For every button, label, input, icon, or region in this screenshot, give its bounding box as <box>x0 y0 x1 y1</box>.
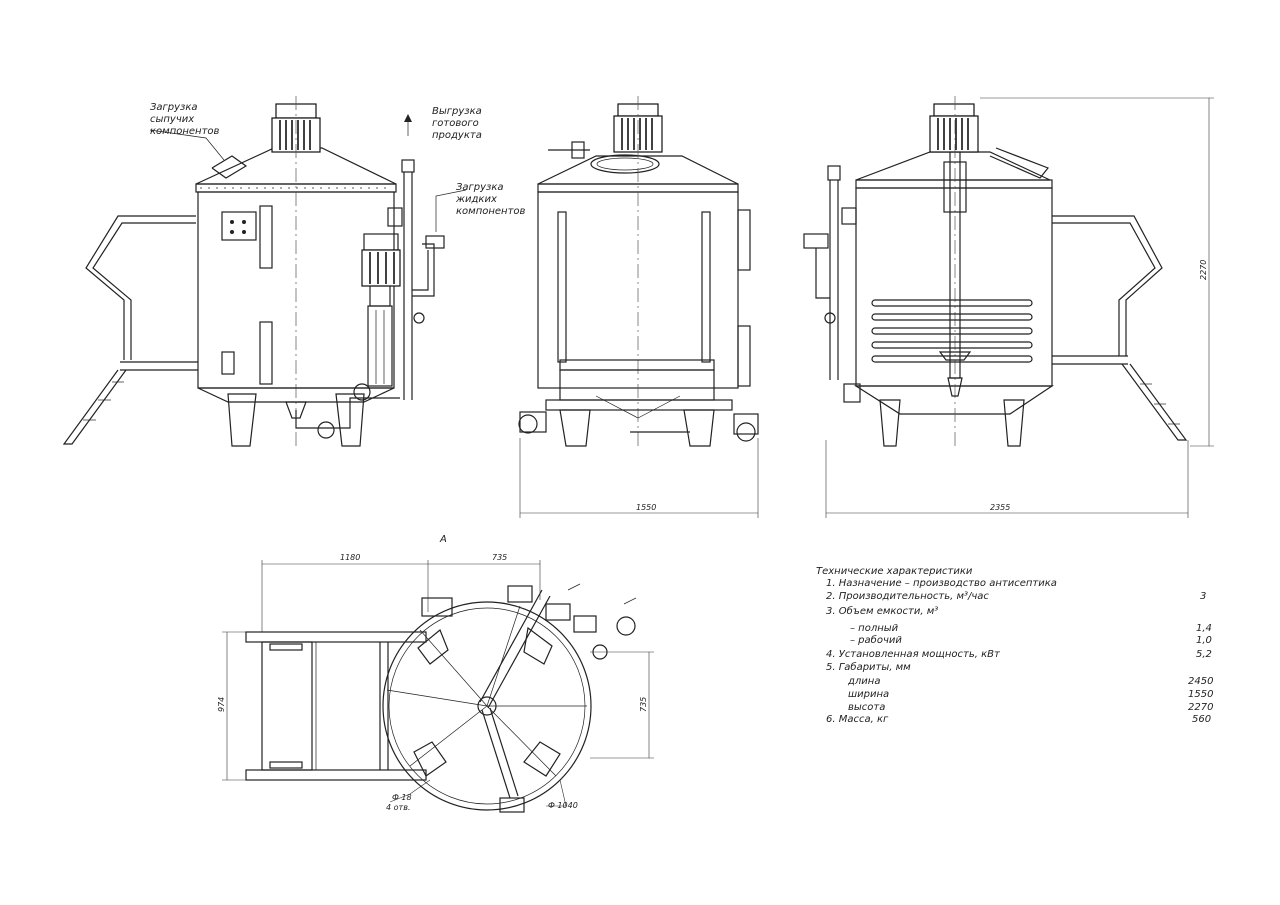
annotation-unloading: Выгрузка готового продукта <box>432 106 482 141</box>
spec-row-label: 2. Производительность, м³/час <box>826 591 989 602</box>
label-loading-dry-1: Загрузка <box>150 102 198 113</box>
dim-tank-dia: Ф 1040 <box>548 801 578 810</box>
dim-front-width: 1550 <box>636 503 656 512</box>
dim-hole-count: 4 отв. <box>386 803 410 812</box>
label-unloading-2: готового <box>432 118 479 129</box>
spec-row-label: 3. Объем емкости, м³ <box>826 605 938 617</box>
spec-row-value: 1550 <box>1188 689 1213 700</box>
annotation-loading-liquid: Загрузка жидких компонентов <box>455 182 526 217</box>
spec-row-value: 1,4 <box>1196 623 1212 634</box>
front-view-center <box>518 96 759 518</box>
spec-row-label: – рабочий <box>850 634 902 646</box>
spec-row-value: 1,0 <box>1196 635 1212 646</box>
label-loading-dry-2: сыпучих <box>150 114 194 125</box>
spec-row-label: – полный <box>850 623 899 634</box>
spec-row-value: 3 <box>1200 591 1206 602</box>
spec-row-label: 4. Установленная мощность, кВт <box>826 649 1001 660</box>
side-section-view <box>803 96 1214 518</box>
dim-plan-left: 1180 <box>340 553 360 562</box>
label-unloading-3: продукта <box>432 130 482 141</box>
dim-plan-right-height: 735 <box>639 697 648 712</box>
spec-row-label: длина <box>847 676 880 687</box>
label-loading-liquid-3: компонентов <box>456 206 526 217</box>
dim-hole-dia: Ф 18 <box>392 793 412 802</box>
spec-row-label: 1. Назначение – производство антисептика <box>826 578 1057 589</box>
spec-row-value: 5,2 <box>1196 649 1212 660</box>
spec-row-value: 2450 <box>1188 676 1213 687</box>
spec-row-label: 6. Масса, кг <box>826 714 889 725</box>
spec-row-label: высота <box>848 702 885 713</box>
dim-plan-right: 735 <box>492 553 507 562</box>
dim-height: 2270 <box>1199 260 1208 280</box>
plan-view-a <box>222 560 654 813</box>
label-loading-dry-3: компонентов <box>150 126 220 137</box>
specs-table: Технические характеристики 1. Назначение… <box>816 566 1213 725</box>
annotation-loading-dry: Загрузка сыпучих компонентов <box>150 102 220 137</box>
spec-row-label: 5. Габариты, мм <box>826 661 911 673</box>
label-unloading-1: Выгрузка <box>432 106 482 117</box>
view-a-label: А <box>439 534 447 545</box>
spec-row-value: 2270 <box>1188 702 1213 713</box>
dim-plan-height: 974 <box>217 697 226 712</box>
front-view-left <box>62 96 467 447</box>
spec-row-value: 560 <box>1192 714 1211 725</box>
specs-title: Технические характеристики <box>816 566 973 577</box>
spec-row-label: ширина <box>848 689 889 700</box>
label-loading-liquid-1: Загрузка <box>456 182 504 193</box>
dim-side-width: 2355 <box>990 503 1010 512</box>
label-loading-liquid-2: жидких <box>455 194 497 205</box>
